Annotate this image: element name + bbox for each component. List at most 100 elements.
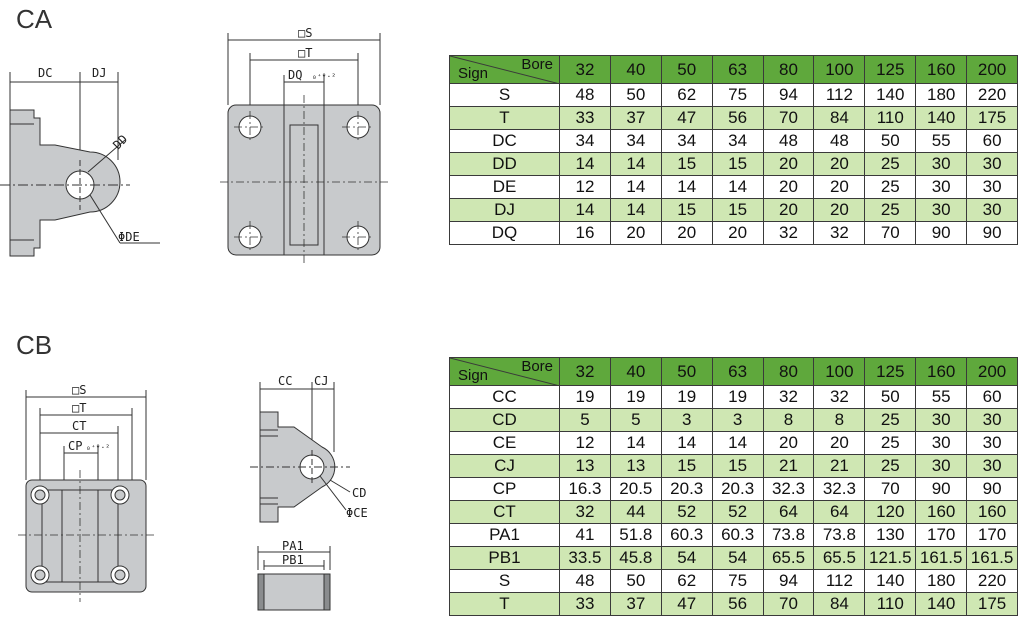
table-cell: 45.8 bbox=[609, 546, 662, 570]
table-cell: 30 bbox=[915, 408, 968, 432]
table-cell: 140 bbox=[864, 83, 917, 107]
table-cell: 30 bbox=[915, 198, 968, 222]
ca-dim-dd: DD bbox=[110, 132, 130, 152]
table-cell: 20 bbox=[762, 152, 815, 176]
table-cell: 220 bbox=[966, 569, 1019, 593]
table-cell: 20 bbox=[813, 175, 866, 199]
table-cell: 90 bbox=[966, 477, 1019, 501]
ca-dim-dq-tolerance: ₀⁺⁰·² bbox=[312, 72, 336, 81]
table-cell: 32.3 bbox=[813, 477, 866, 501]
cb-corner-diagonal bbox=[450, 358, 560, 386]
cb-bore-header: 50 bbox=[660, 357, 713, 386]
table-cell: 170 bbox=[915, 523, 968, 547]
table-cell: 14 bbox=[609, 198, 662, 222]
table-cell: 30 bbox=[966, 198, 1019, 222]
table-cell: 20 bbox=[660, 221, 713, 245]
ca-header-row: Sign Bore 32 40 50 63 80 100 125 160 200 bbox=[449, 55, 1019, 84]
table-cell: 50 bbox=[609, 569, 662, 593]
table-cell: 12 bbox=[559, 175, 611, 199]
table-cell: 60.3 bbox=[711, 523, 764, 547]
cb-bore-header: 80 bbox=[762, 357, 815, 386]
cb-dim-t: □T bbox=[72, 401, 86, 415]
ca-bore-header: 50 bbox=[660, 55, 713, 84]
table-cell: 30 bbox=[966, 431, 1019, 455]
table-cell: 62 bbox=[660, 83, 713, 107]
cb-bore-header: 40 bbox=[609, 357, 662, 386]
cb-bore-header: 200 bbox=[966, 357, 1019, 386]
table-cell: 54 bbox=[711, 546, 764, 570]
cb-bore-label: Bore bbox=[521, 358, 553, 375]
cb-dim-pb1: PB1 bbox=[282, 553, 304, 567]
cb-bore-header: 32 bbox=[559, 357, 611, 386]
table-cell: 56 bbox=[711, 106, 764, 130]
table-cell: 32 bbox=[762, 221, 815, 245]
table-cell: 120 bbox=[864, 500, 917, 524]
table-cell: 75 bbox=[711, 569, 764, 593]
table-cell: 13 bbox=[559, 454, 611, 478]
table-cell: 55 bbox=[915, 385, 968, 409]
table-cell: 34 bbox=[711, 129, 764, 153]
table-cell: 52 bbox=[711, 500, 764, 524]
ca-front-view-drawing: □S □T DQ ₀⁺⁰·² bbox=[220, 26, 390, 265]
cb-bore-header: 100 bbox=[813, 357, 866, 386]
ca-bore-header: 40 bbox=[609, 55, 662, 84]
table-cell: 56 bbox=[711, 592, 764, 616]
table-cell: 3 bbox=[711, 408, 764, 432]
table-cell: 30 bbox=[966, 175, 1019, 199]
table-cell: 15 bbox=[711, 152, 764, 176]
ca-dim-de: ΦDE bbox=[118, 230, 140, 244]
table-cell: 20.5 bbox=[609, 477, 662, 501]
cb-header-row: Sign Bore 32 40 50 63 80 100 125 160 200 bbox=[449, 357, 1019, 386]
table-cell: 20 bbox=[813, 152, 866, 176]
ca-spec-table: Sign Bore 32 40 50 63 80 100 125 160 200… bbox=[449, 55, 1019, 245]
table-cell: 70 bbox=[864, 221, 917, 245]
table-cell: 14 bbox=[609, 175, 662, 199]
table-cell: 140 bbox=[915, 592, 968, 616]
section-label-cb: CB bbox=[16, 330, 53, 360]
table-cell: 15 bbox=[711, 454, 764, 478]
row-sign: T bbox=[449, 106, 560, 130]
table-cell: 30 bbox=[966, 408, 1019, 432]
table-cell: 20 bbox=[762, 198, 815, 222]
table-cell: 5 bbox=[559, 408, 611, 432]
table-cell: 160 bbox=[966, 500, 1019, 524]
table-cell: 20 bbox=[813, 198, 866, 222]
table-cell: 33 bbox=[559, 106, 611, 130]
cb-dim-ct: CT bbox=[72, 419, 86, 433]
ca-dim-s: □S bbox=[298, 26, 312, 40]
table-cell: 52 bbox=[660, 500, 713, 524]
row-sign: CT bbox=[449, 500, 560, 524]
table-cell: 62 bbox=[660, 569, 713, 593]
cb-bore-header: 63 bbox=[711, 357, 764, 386]
table-cell: 180 bbox=[915, 569, 968, 593]
table-cell: 90 bbox=[915, 477, 968, 501]
ca-bore-header: 80 bbox=[762, 55, 815, 84]
table-cell: 220 bbox=[966, 83, 1019, 107]
cb-dim-ce: ΦCE bbox=[346, 506, 368, 520]
table-cell: 70 bbox=[762, 106, 815, 130]
table-cell: 32 bbox=[559, 500, 611, 524]
table-cell: 15 bbox=[660, 152, 713, 176]
table-cell: 20 bbox=[762, 175, 815, 199]
table-cell: 50 bbox=[609, 83, 662, 107]
table-cell: 20 bbox=[711, 221, 764, 245]
row-sign: PA1 bbox=[449, 523, 560, 547]
table-cell: 110 bbox=[864, 106, 917, 130]
table-cell: 37 bbox=[609, 592, 662, 616]
row-sign: PB1 bbox=[449, 546, 560, 570]
table-cell: 15 bbox=[660, 454, 713, 478]
table-cell: 15 bbox=[711, 198, 764, 222]
cb-dim-cp-tolerance: ₀⁺⁰·² bbox=[86, 443, 110, 452]
row-sign: S bbox=[449, 83, 560, 107]
table-cell: 60 bbox=[966, 385, 1019, 409]
table-cell: 70 bbox=[762, 592, 815, 616]
